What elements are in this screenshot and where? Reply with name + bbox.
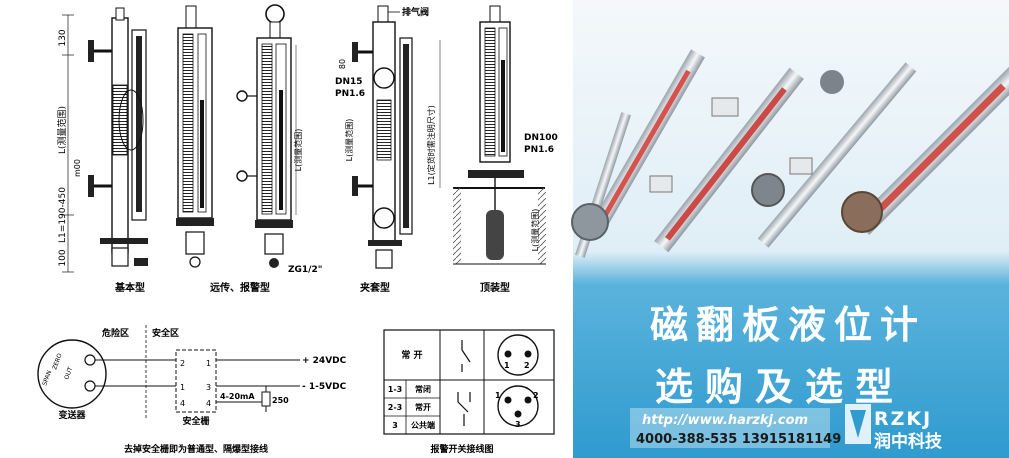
barrier-term-l1: 2 [180, 359, 185, 368]
drawing-basic: 130 L(测量范围) L1=190-450 100 m00 基本型 [56, 7, 148, 294]
ad-phone: 4000-388-535 13915181149 [636, 432, 841, 447]
alarm-bottom-pin-1: 1 [495, 391, 501, 400]
ad-title-line2: 选购及选型 [655, 365, 905, 409]
product-photo [571, 49, 1009, 258]
clamp-dim-80: 80 [338, 59, 347, 69]
alarm-bottom-pin-3: 3 [515, 420, 521, 429]
alarm-top-pin-2: 2 [524, 361, 530, 370]
ad-logo-text: RZKJ [874, 408, 932, 430]
remote-caption: 远传、报警型 [210, 281, 270, 294]
drawing-top: DN100 PN1.6 L1(定货时需注明尺寸) L(测量范围) 顶装型 [426, 5, 558, 294]
top-flange-b: PN1.6 [524, 145, 554, 155]
basic-caption: 基本型 [114, 281, 145, 294]
alarm-top-pin-1: 1 [504, 361, 510, 370]
zone-safe-label: 安全区 [152, 327, 179, 339]
zone-hazard-label: 危险区 [101, 327, 129, 339]
transmitter-label: 变送器 [58, 409, 86, 421]
clamp-caption: 夹套型 [360, 281, 390, 294]
alarm-row1-label: 常闭 [415, 384, 431, 394]
alarm-diagram: 常 开 1-3 常闭 2-3 常开 3 公共端 1 2 1 2 3 报警开关接线… [383, 329, 555, 455]
ad-panel: 磁翻板液位计 选购及选型 http://www.harzkj.com 4000-… [571, 0, 1009, 458]
alarm-row3-pins: 3 [392, 421, 398, 430]
alarm-bottom-pin-2: 2 [533, 391, 539, 400]
alarm-row2-pins: 2-3 [388, 403, 402, 412]
sensor-text-out: OUT [63, 366, 74, 381]
barrier-label: 安全栅 [182, 415, 209, 427]
basic-dim-top: 130 [58, 29, 68, 46]
basic-dim-l1: L1=190-450 [58, 187, 68, 243]
remote-dim-range: L(测量范围) [293, 129, 303, 172]
basic-dim-bottom: 100 [58, 249, 68, 266]
ad-title-line1: 磁翻板液位计 [650, 303, 926, 347]
barrier-term-r3: 4 [206, 399, 211, 408]
basic-dim-mid: m00 [73, 159, 82, 177]
alarm-row2-label: 常开 [415, 402, 431, 412]
clamp-dim-range: L(测量范围) [344, 119, 354, 162]
barrier-term-r2: 3 [206, 383, 211, 392]
drawing-clamp: 排气阀 80 DN15 PN1.6 L(测量范围) 夹套型 [335, 5, 429, 294]
top-flange-a: DN100 [524, 133, 558, 143]
top-dim-range: L(测量范围) [530, 209, 540, 252]
ad-company: 润中科技 [874, 431, 943, 452]
alarm-normal-open: 常 开 [401, 349, 422, 361]
sensor-text-span: SPAN [41, 370, 53, 387]
remote-thread: ZG1/2" [288, 265, 322, 275]
ad-logo: RZKJ 润中科技 [845, 404, 943, 452]
barrier-term-l2: 1 [180, 383, 185, 392]
signal-label: 4-20mA [220, 392, 255, 401]
clamp-flange-a: DN15 [335, 77, 363, 87]
wiring-diagram: 危险区 安全区 SPAN ZERO OUT 变送器 2 1 4 1 3 4 安全… [37, 325, 347, 455]
barrier-term-l3: 4 [180, 399, 185, 408]
alarm-caption: 报警开关接线图 [430, 443, 493, 455]
resistor-label: 250 [272, 396, 289, 405]
ad-url: http://www.harzkj.com [642, 413, 808, 428]
wiring-caption: 去掉安全栅即为普通型、隔爆型接线 [124, 443, 268, 455]
alarm-row3-label: 公共端 [411, 420, 435, 430]
basic-dim-range: L(测量范围) [56, 106, 68, 154]
clamp-vent-label: 排气阀 [402, 6, 429, 18]
drawing-remote: ZG1/2" L(测量范围) 远传、报警型 [176, 4, 322, 294]
output-1-5vdc: - 1-5VDC [302, 382, 347, 392]
top-dim-l1: L1(定货时需注明尺寸) [426, 105, 436, 185]
alarm-row1-pins: 1-3 [388, 385, 402, 394]
supply-24vdc: + 24VDC [302, 356, 347, 366]
clamp-flange-b: PN1.6 [335, 89, 365, 99]
barrier-term-r1: 1 [206, 359, 211, 368]
top-caption: 顶装型 [480, 281, 510, 294]
